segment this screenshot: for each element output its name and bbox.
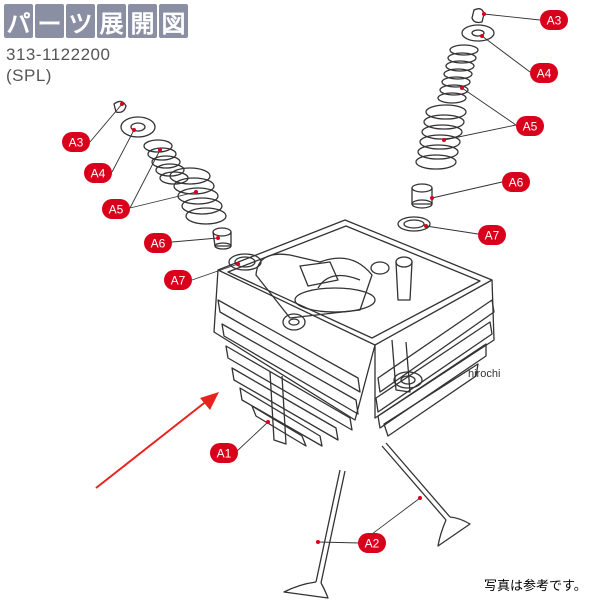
title-char: 展 xyxy=(97,4,126,38)
leader-dots xyxy=(120,12,486,544)
callout-label: A7 xyxy=(485,229,500,243)
callout-label: A6 xyxy=(509,176,524,190)
callout-label: A2 xyxy=(365,537,380,551)
callout-label: A5 xyxy=(109,203,124,217)
callout-a6-left: A6 xyxy=(144,233,172,253)
callout-label: A4 xyxy=(537,67,552,81)
part-number-block: 313-1122200 (SPL) xyxy=(6,44,110,86)
callout-label: A6 xyxy=(151,237,166,251)
title-char: ツ xyxy=(66,4,95,38)
part-number: 313-1122200 xyxy=(6,45,111,64)
title-char: 図 xyxy=(159,4,188,38)
variant-label: (SPL) xyxy=(6,66,52,85)
title-char: 開 xyxy=(128,4,157,38)
leader-lines xyxy=(89,13,541,544)
callout-a5-right: A5 xyxy=(516,116,544,136)
callout-label: A5 xyxy=(523,120,538,134)
callout-a5-left: A5 xyxy=(102,199,130,219)
callout-label: A7 xyxy=(171,274,186,288)
page-title: パ ー ツ 展 開 図 xyxy=(4,4,188,38)
callout-a7-left: A7 xyxy=(164,270,192,290)
callout-a6-right: A6 xyxy=(502,172,530,192)
callout-badges: A3 A4 A5 A6 A7 A3 xyxy=(62,10,568,553)
indicator-arrow xyxy=(95,392,219,489)
callout-a1: A1 xyxy=(210,443,238,463)
left-valve-stack xyxy=(113,100,262,271)
cylinder-head xyxy=(213,219,495,447)
callout-a4-left: A4 xyxy=(84,163,112,183)
title-char: パ xyxy=(4,4,33,38)
footer-note: 写真は参考です。 xyxy=(484,579,587,594)
callout-label: A3 xyxy=(547,14,562,28)
callout-label: A4 xyxy=(91,167,106,181)
callout-a4-right: A4 xyxy=(530,63,558,83)
callout-a3-left: A3 xyxy=(62,132,90,152)
callout-label: A3 xyxy=(69,136,84,150)
callout-a3-right: A3 xyxy=(540,10,568,30)
watermark: hirochi xyxy=(468,368,501,380)
title-char: ー xyxy=(35,4,64,38)
callout-label: A1 xyxy=(217,447,232,461)
right-valve-stack xyxy=(397,8,495,232)
valves xyxy=(283,442,471,599)
callout-a2: A2 xyxy=(358,533,386,553)
callout-a7-right: A7 xyxy=(478,225,506,245)
